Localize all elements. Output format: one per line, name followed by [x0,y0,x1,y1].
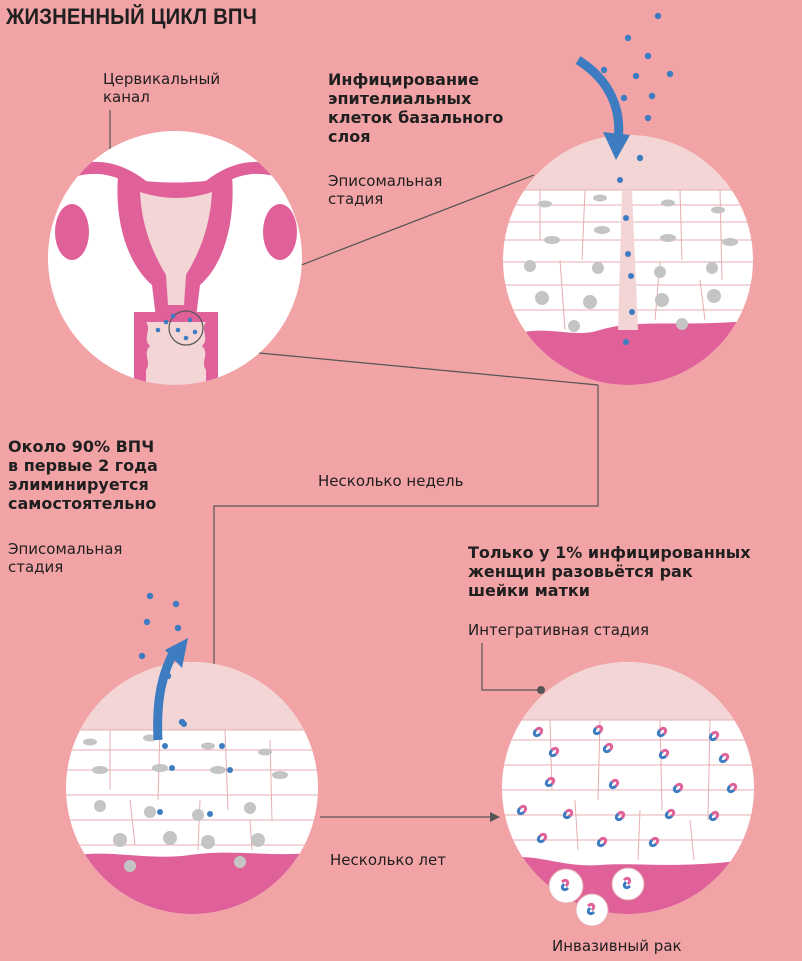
integrative-leader [482,643,541,690]
infection-tissue-circle [500,130,760,390]
weeks-connector [214,385,598,670]
elimination-tissue-circle [60,660,330,920]
years-arrowhead [490,812,500,822]
